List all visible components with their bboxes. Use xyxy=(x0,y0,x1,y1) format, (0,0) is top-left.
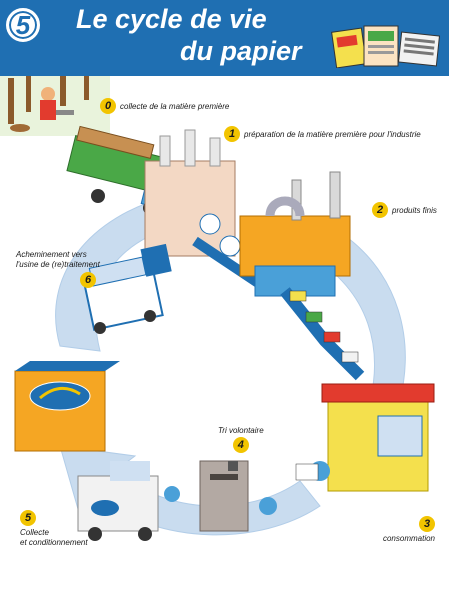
step-label-5-line1: Collecte xyxy=(20,528,49,537)
bird-mascot-sort xyxy=(259,497,277,515)
step-label-5-line2: et conditionnement xyxy=(20,538,88,547)
step-4: Tri volontaire 4 xyxy=(218,426,264,453)
step-2: 2 produits finis xyxy=(372,202,437,218)
step-label-6-line2: l'usine de (re)traitement xyxy=(16,260,100,269)
step-number-3: 3 xyxy=(419,516,435,532)
bird-mascot-collect xyxy=(164,486,180,502)
step-3: 3 consommation xyxy=(383,516,435,543)
transport-truck xyxy=(82,243,172,334)
sorting-center xyxy=(14,361,120,452)
step-label-0: collecte de la matière première xyxy=(120,101,230,111)
products-factory xyxy=(239,171,351,297)
step-label-6-line1: Acheminement vers xyxy=(16,250,87,259)
page-title-line2: du papier xyxy=(180,36,302,66)
step-label-4: Tri volontaire xyxy=(218,426,264,435)
recycling-bin xyxy=(199,460,277,532)
lumberjack-body xyxy=(40,100,56,120)
step-label-2: produits finis xyxy=(392,205,437,215)
step-number-2: 2 xyxy=(372,202,388,218)
step-number-1: 1 xyxy=(224,126,240,142)
step-number-5: 5 xyxy=(20,510,36,526)
products-conveyor xyxy=(280,287,365,381)
step-number-0: 0 xyxy=(100,98,116,114)
chainsaw-icon xyxy=(56,110,74,115)
newspapers-icon xyxy=(331,25,440,68)
step-label-3: consommation xyxy=(382,534,435,543)
step-number-4: 4 xyxy=(232,437,249,453)
collection-truck xyxy=(77,461,180,541)
step-0: 0 collecte de la matière première xyxy=(100,98,229,114)
chapter-badge: 5 xyxy=(6,8,40,42)
header-banner: 5 Le cycle de vie du papier xyxy=(0,0,449,76)
page-title-line1: Le cycle de vie xyxy=(76,4,267,34)
forest-scene xyxy=(0,76,110,136)
step-label-1: préparation de la matière première pour … xyxy=(244,129,421,139)
step-6: Acheminement vers l'usine de (re)traitem… xyxy=(16,250,100,288)
newsstand-kiosk xyxy=(295,383,435,492)
step-1: 1 préparation de la matière première pou… xyxy=(224,126,421,142)
step-5: 5 Collecte et conditionnement xyxy=(20,510,88,548)
paper-cycle-illustration xyxy=(0,76,435,541)
step-number-6: 6 xyxy=(80,272,96,288)
lumberjack-head xyxy=(41,87,55,101)
